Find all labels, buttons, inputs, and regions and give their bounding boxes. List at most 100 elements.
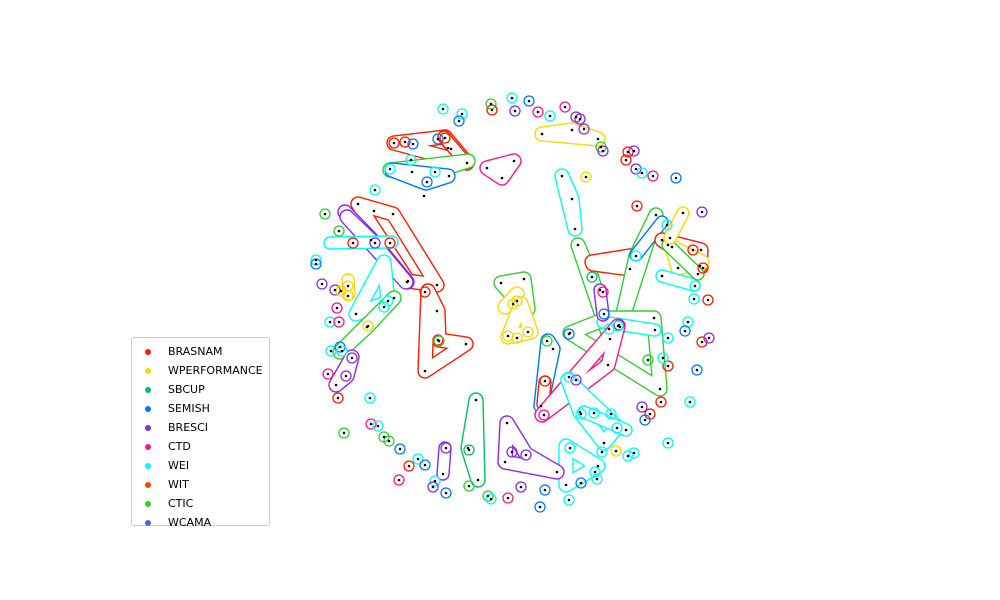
node-dot	[595, 477, 599, 481]
node-dot	[449, 147, 453, 151]
node-dot	[342, 431, 346, 435]
node-dot	[334, 383, 338, 387]
hyperedge-fill	[480, 154, 521, 185]
legend-marker	[145, 481, 151, 488]
node-dot	[436, 137, 440, 141]
node-dot	[563, 105, 567, 109]
legend-label: CTD	[168, 440, 191, 453]
legend-item: WPERFORMANCE	[132, 361, 269, 380]
node-dot	[489, 102, 493, 106]
node-dot	[539, 404, 543, 408]
node-dot	[474, 398, 478, 402]
node-ring	[647, 170, 659, 182]
node-dot	[457, 119, 461, 123]
node-ring	[369, 184, 381, 196]
node-dot	[365, 325, 369, 329]
node-dot	[618, 325, 622, 329]
node-dot	[503, 460, 507, 464]
node-dot	[600, 450, 604, 454]
node-ring	[532, 106, 544, 118]
hyperedge-fill	[324, 236, 398, 249]
node-ring	[329, 284, 341, 296]
node-ring	[689, 280, 701, 292]
node-ring	[511, 295, 523, 307]
node-dot	[476, 478, 480, 482]
node-dot	[486, 494, 490, 498]
hyperedge-fill	[664, 207, 689, 244]
node-ring	[662, 332, 674, 344]
node-ring	[364, 392, 376, 404]
node-dot	[320, 282, 324, 286]
node-dot	[387, 439, 391, 443]
legend-item: WEI	[132, 456, 269, 475]
node-ring	[662, 437, 674, 449]
node-ring	[670, 172, 682, 184]
node-dot	[643, 418, 647, 422]
node-ring	[575, 477, 587, 489]
node-dot	[403, 140, 407, 144]
node-dot	[386, 299, 390, 303]
node-dot	[593, 470, 597, 474]
node-dot	[624, 428, 628, 432]
node-dot	[584, 175, 588, 179]
node-dot	[695, 368, 699, 372]
node-dot	[446, 146, 450, 150]
node-dot	[698, 264, 702, 268]
node-dot	[676, 266, 680, 270]
node-dot	[490, 108, 494, 112]
node-dot	[548, 114, 552, 118]
hyperedge-fill	[559, 439, 605, 492]
node-ring	[412, 453, 424, 465]
node-dot	[568, 446, 572, 450]
node-dot	[596, 464, 600, 468]
node-ring	[384, 163, 396, 175]
node-ring	[696, 206, 708, 218]
node-ring	[688, 293, 700, 305]
node-dot	[567, 375, 571, 379]
node-ring	[325, 345, 337, 357]
node-ring	[636, 167, 648, 179]
hyperedge-fill	[630, 216, 668, 261]
node-ring	[570, 374, 582, 386]
node-dot	[579, 412, 583, 416]
node-ring	[340, 370, 352, 382]
node-dot	[397, 478, 401, 482]
node-dot	[700, 210, 704, 214]
node-dot	[570, 128, 574, 132]
node-ring	[437, 103, 449, 115]
node-dot	[314, 258, 318, 262]
node-ring	[703, 332, 715, 344]
legend-item: WCAMA	[132, 513, 269, 532]
legend-label: WPERFORMANCE	[168, 364, 263, 377]
node-ring	[597, 145, 609, 157]
node-dot	[652, 316, 656, 320]
node-ring	[485, 98, 497, 110]
node-dot	[519, 485, 523, 489]
node-dot	[441, 472, 445, 476]
node-ring	[322, 368, 334, 380]
node-ring	[346, 352, 358, 364]
node-ring	[642, 354, 654, 366]
node-ring	[405, 154, 417, 166]
node-ring	[463, 480, 475, 492]
hyperedge-fill	[555, 169, 582, 236]
node-ring	[332, 392, 344, 404]
node-ring	[605, 408, 617, 420]
hyperedge-fill	[461, 393, 485, 487]
node-dot	[614, 449, 618, 453]
node-dot	[540, 132, 544, 136]
legend-marker	[145, 386, 151, 393]
node-dot	[538, 505, 542, 509]
node-dot	[578, 410, 582, 414]
node-ring	[393, 474, 405, 486]
node-ring	[534, 501, 546, 513]
legend-label: BRESCI	[168, 421, 209, 434]
node-dot	[411, 142, 415, 146]
node-dot	[598, 288, 602, 292]
node-dot	[691, 248, 695, 252]
node-ring	[440, 442, 452, 454]
legend-label: BRASNAM	[168, 345, 223, 358]
node-ring	[432, 133, 444, 145]
node-dot	[579, 481, 583, 485]
node-ring	[429, 475, 441, 487]
